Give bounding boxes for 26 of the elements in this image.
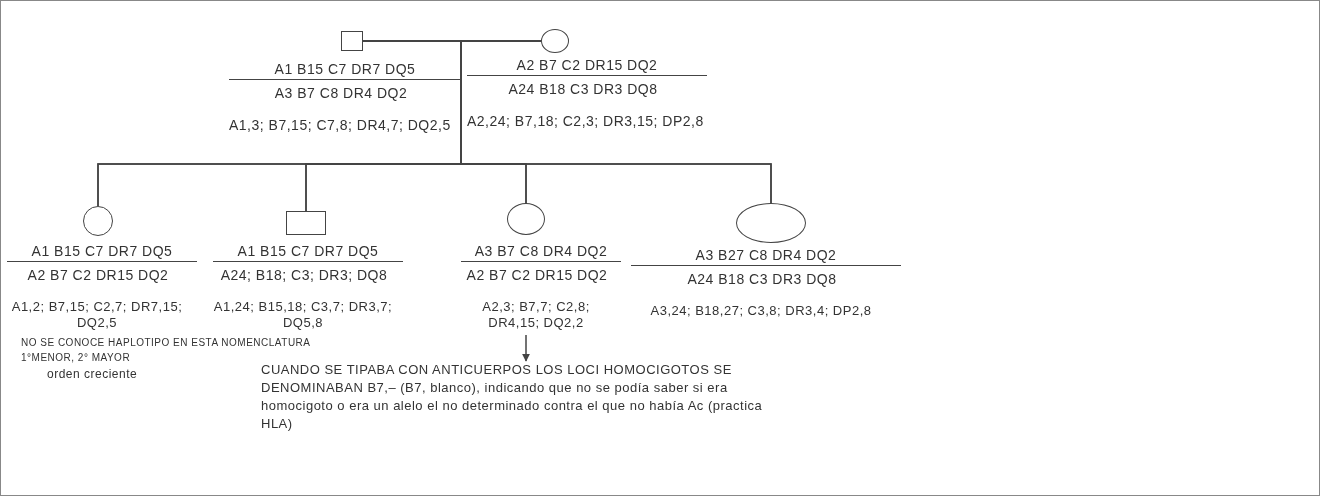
genotype-text: A2,24; B7,18; C2,3; DR3,15; DP2,8 <box>467 113 704 129</box>
haplotype-text: A1 B15 C7 DR7 DQ5 <box>7 243 197 262</box>
genotype-text: A1,3; B7,15; C7,8; DR4,7; DQ2,5 <box>229 117 451 133</box>
descent-line <box>522 334 530 362</box>
male-square <box>341 31 363 51</box>
genotype-text: A1,24; B15,18; C3,7; DR3,7; DQ5,8 <box>213 299 393 331</box>
note-text: orden creciente <box>47 367 138 381</box>
haplotype-text: A2 B7 C2 DR15 DQ2 <box>26 267 170 283</box>
haplotype-text: A24 B18 C3 DR3 DQ8 <box>686 271 838 287</box>
handwritten-note: CUANDO SE TIPABA CON ANTICUERPOS LOS LOCI HOMOCIGOTOS SE DENOMINABAN B7,– (B7, blanco), indicando que no se podía saber si era homocigoto o era un alelo el no determinado contra el que no había Ac (practica HLA) <box>261 361 781 473</box>
haplotype-text: A3 B7 C8 DR4 DQ2 <box>273 85 409 101</box>
genotype-text: A3,24; B18,27; C3,8; DR3,4; DP2,8 <box>649 303 873 319</box>
note-text: NO SE CONOCE HAPLOTIPO EN ESTA NOMENCLATURA <box>21 337 311 348</box>
haplotype-text: A24 B18 C3 DR3 DQ8 <box>507 81 659 97</box>
haplotype-text: A24; B18; C3; DR3; DQ8 <box>219 267 389 283</box>
genotype-text: A2,3; B7,7; C2,8; DR4,15; DQ2,2 <box>481 299 591 331</box>
descent-line <box>460 40 772 204</box>
haplotype-text: A1 B15 C7 DR7 DQ5 <box>213 243 403 262</box>
genotype-text: A1,2; B7,15; C2,7; DR7,15; DQ2,5 <box>10 299 184 331</box>
haplotype-text: A2 B7 C2 DR15 DQ2 <box>467 57 707 76</box>
haplotype-text: A3 B7 C8 DR4 DQ2 <box>461 243 621 262</box>
haplotype-text: A2 B7 C2 DR15 DQ2 <box>465 267 609 283</box>
haplotype-text: A3 B27 C8 DR4 DQ2 <box>631 247 901 266</box>
note-text: 1°MENOR, 2° MAYOR <box>21 352 131 363</box>
haplotype-text: A1 B15 C7 DR7 DQ5 <box>229 61 461 80</box>
male-square <box>286 211 326 235</box>
